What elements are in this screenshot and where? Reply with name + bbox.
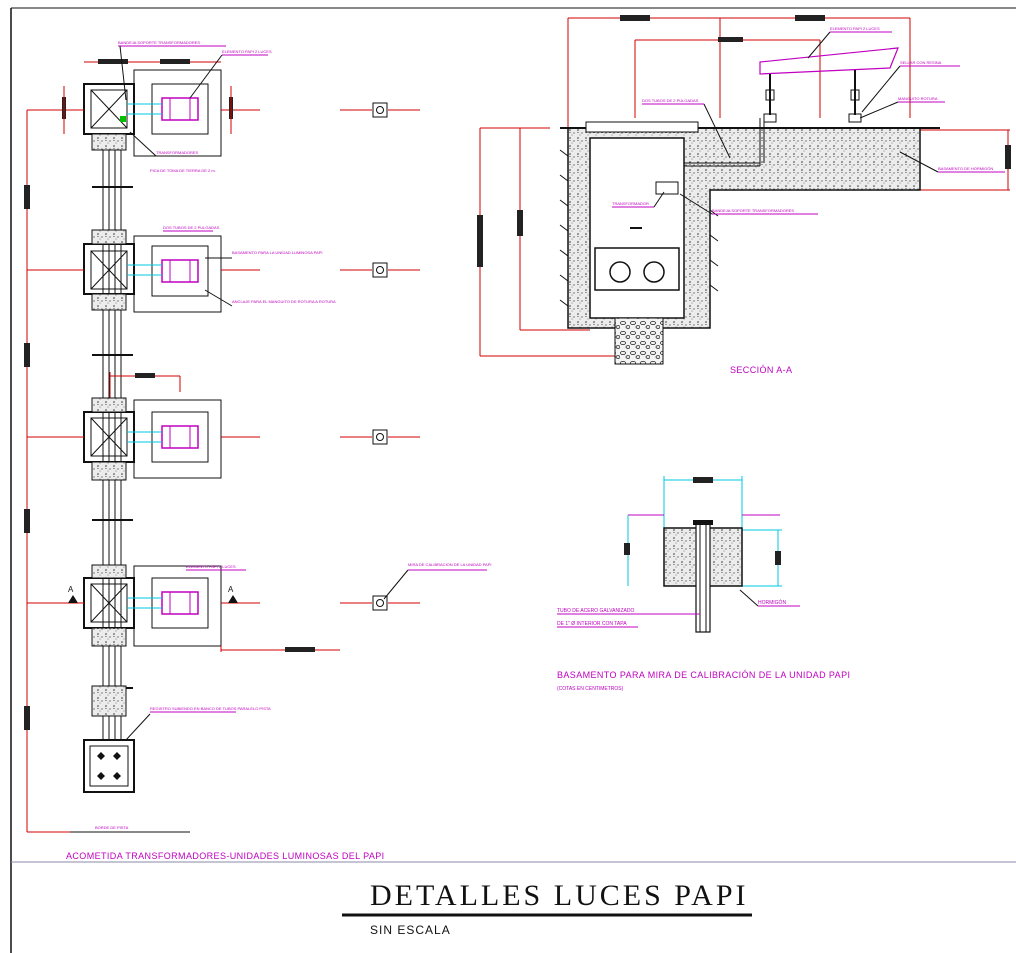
label-transformer: TRANSFORMADORES	[156, 150, 199, 155]
label-two-tubes: DOS TUBOS DE 2 PULGADAS	[163, 225, 220, 230]
papi-unit-3	[27, 372, 420, 481]
label-tube-line2: DE 1" Ø INTERIOR CON TAPA	[557, 621, 627, 627]
label-base: BASAMENTO PARA LA UNIDAD LUMINOSA PAPI	[232, 250, 322, 255]
subtitle: SIN ESCALA	[370, 923, 451, 937]
main-title: DETALLES LUCES PAPI	[370, 879, 749, 912]
section-view: ELEMENTO PAPI 2 LUCES SELLAR CON RESINA …	[477, 15, 1011, 375]
calibration-caption: BASAMENTO PARA MIRA DE CALIBRACIÓN DE LA…	[557, 670, 850, 680]
label-registro: REGISTRO SUBIENDO EN BANCO DE TUBOS PARA…	[150, 706, 271, 711]
label-tray: BANDEJA SOPORTE TRANSFORMADORES	[118, 40, 200, 45]
section-mark-left: A	[68, 585, 74, 594]
label-tube: TUBO DE ACERO GALVANIZADO	[557, 608, 634, 614]
title-block: DETALLES LUCES PAPI SIN ESCALA	[342, 879, 752, 937]
section-label-tubes: DOS TUBOS DE 2 PULGADAS	[642, 98, 699, 103]
plan-caption: ACOMETIDA TRANSFORMADORES-UNIDADES LUMIN…	[66, 851, 385, 861]
section-mark-right: A	[228, 585, 234, 594]
calibration-note: (COTAS EN CENTIMETROS)	[557, 686, 624, 692]
label-papi-element: ELEMENTO PAPI 2 LUCES	[222, 49, 272, 54]
section-label-base: BASAMENTO DE HORMIGÓN	[938, 166, 993, 171]
section-label-papi: ELEMENTO PAPI 2 LUCES	[830, 26, 880, 31]
label-anchor: ANCLAJE PARA EL MANGUITO DE ROTURA A ROT…	[232, 299, 336, 304]
label-ground-pit: PICA DE TOMA DE TIERRA DE 2 m.	[150, 168, 216, 173]
label-papi-element-2: ELEMENTO PAPI 2 LUCES	[186, 564, 236, 569]
papi-unit-1	[27, 59, 420, 157]
plan-view: A A BANDEJA SOPORTE TRANSFORMADORES ELEM…	[24, 40, 492, 861]
section-label-tray: BANDEJA SOPORTE TRANSFORMADORES	[712, 208, 794, 213]
calibration-detail: TUBO DE ACERO GALVANIZADO DE 1" Ø INTERI…	[557, 476, 850, 692]
section-label-sleeve: MANGUITO ROTURA	[898, 96, 938, 101]
label-mira: MIRA DE CALIBRACION DE LA UNIDAD PAPI	[408, 562, 492, 567]
label-runway-edge: BORDE DE PISTA	[95, 825, 129, 830]
papi-unit-4: A A	[27, 564, 420, 652]
registro-box	[83, 685, 151, 793]
section-caption: SECCIÓN A-A	[730, 365, 792, 375]
papi-unit-2	[27, 229, 420, 313]
section-label-resin: SELLAR CON RESINA	[900, 60, 942, 65]
section-label-transformer: TRANSFORMADOR	[612, 201, 649, 206]
label-concrete: HORMIGÓN	[758, 599, 786, 606]
